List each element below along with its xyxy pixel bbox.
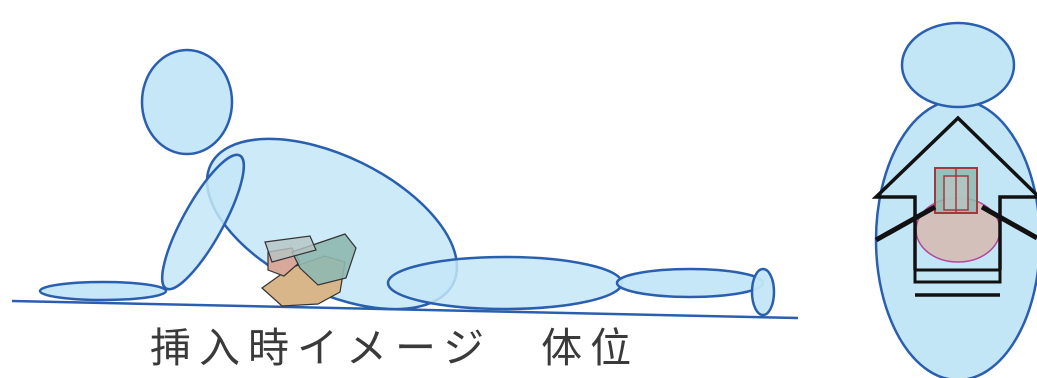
front-view-figure: [871, 21, 1037, 378]
forearm: [38, 280, 168, 302]
upper-arm: [160, 153, 246, 291]
position-caption: 挿入時イメージ 体位: [150, 324, 640, 372]
device-gray-part: [264, 235, 317, 263]
side-view-figure: [11, 48, 799, 320]
foot: [750, 267, 776, 317]
frame-arm-left: [874, 204, 937, 243]
device-side-view: [261, 233, 357, 307]
frame-arm-right: [980, 204, 1037, 241]
frame-outline: [871, 115, 1037, 270]
front-head: [900, 21, 1016, 109]
frame-base-top: [913, 268, 1002, 284]
head: [140, 48, 234, 156]
lower-leg: [615, 267, 765, 299]
thigh: [386, 255, 624, 311]
